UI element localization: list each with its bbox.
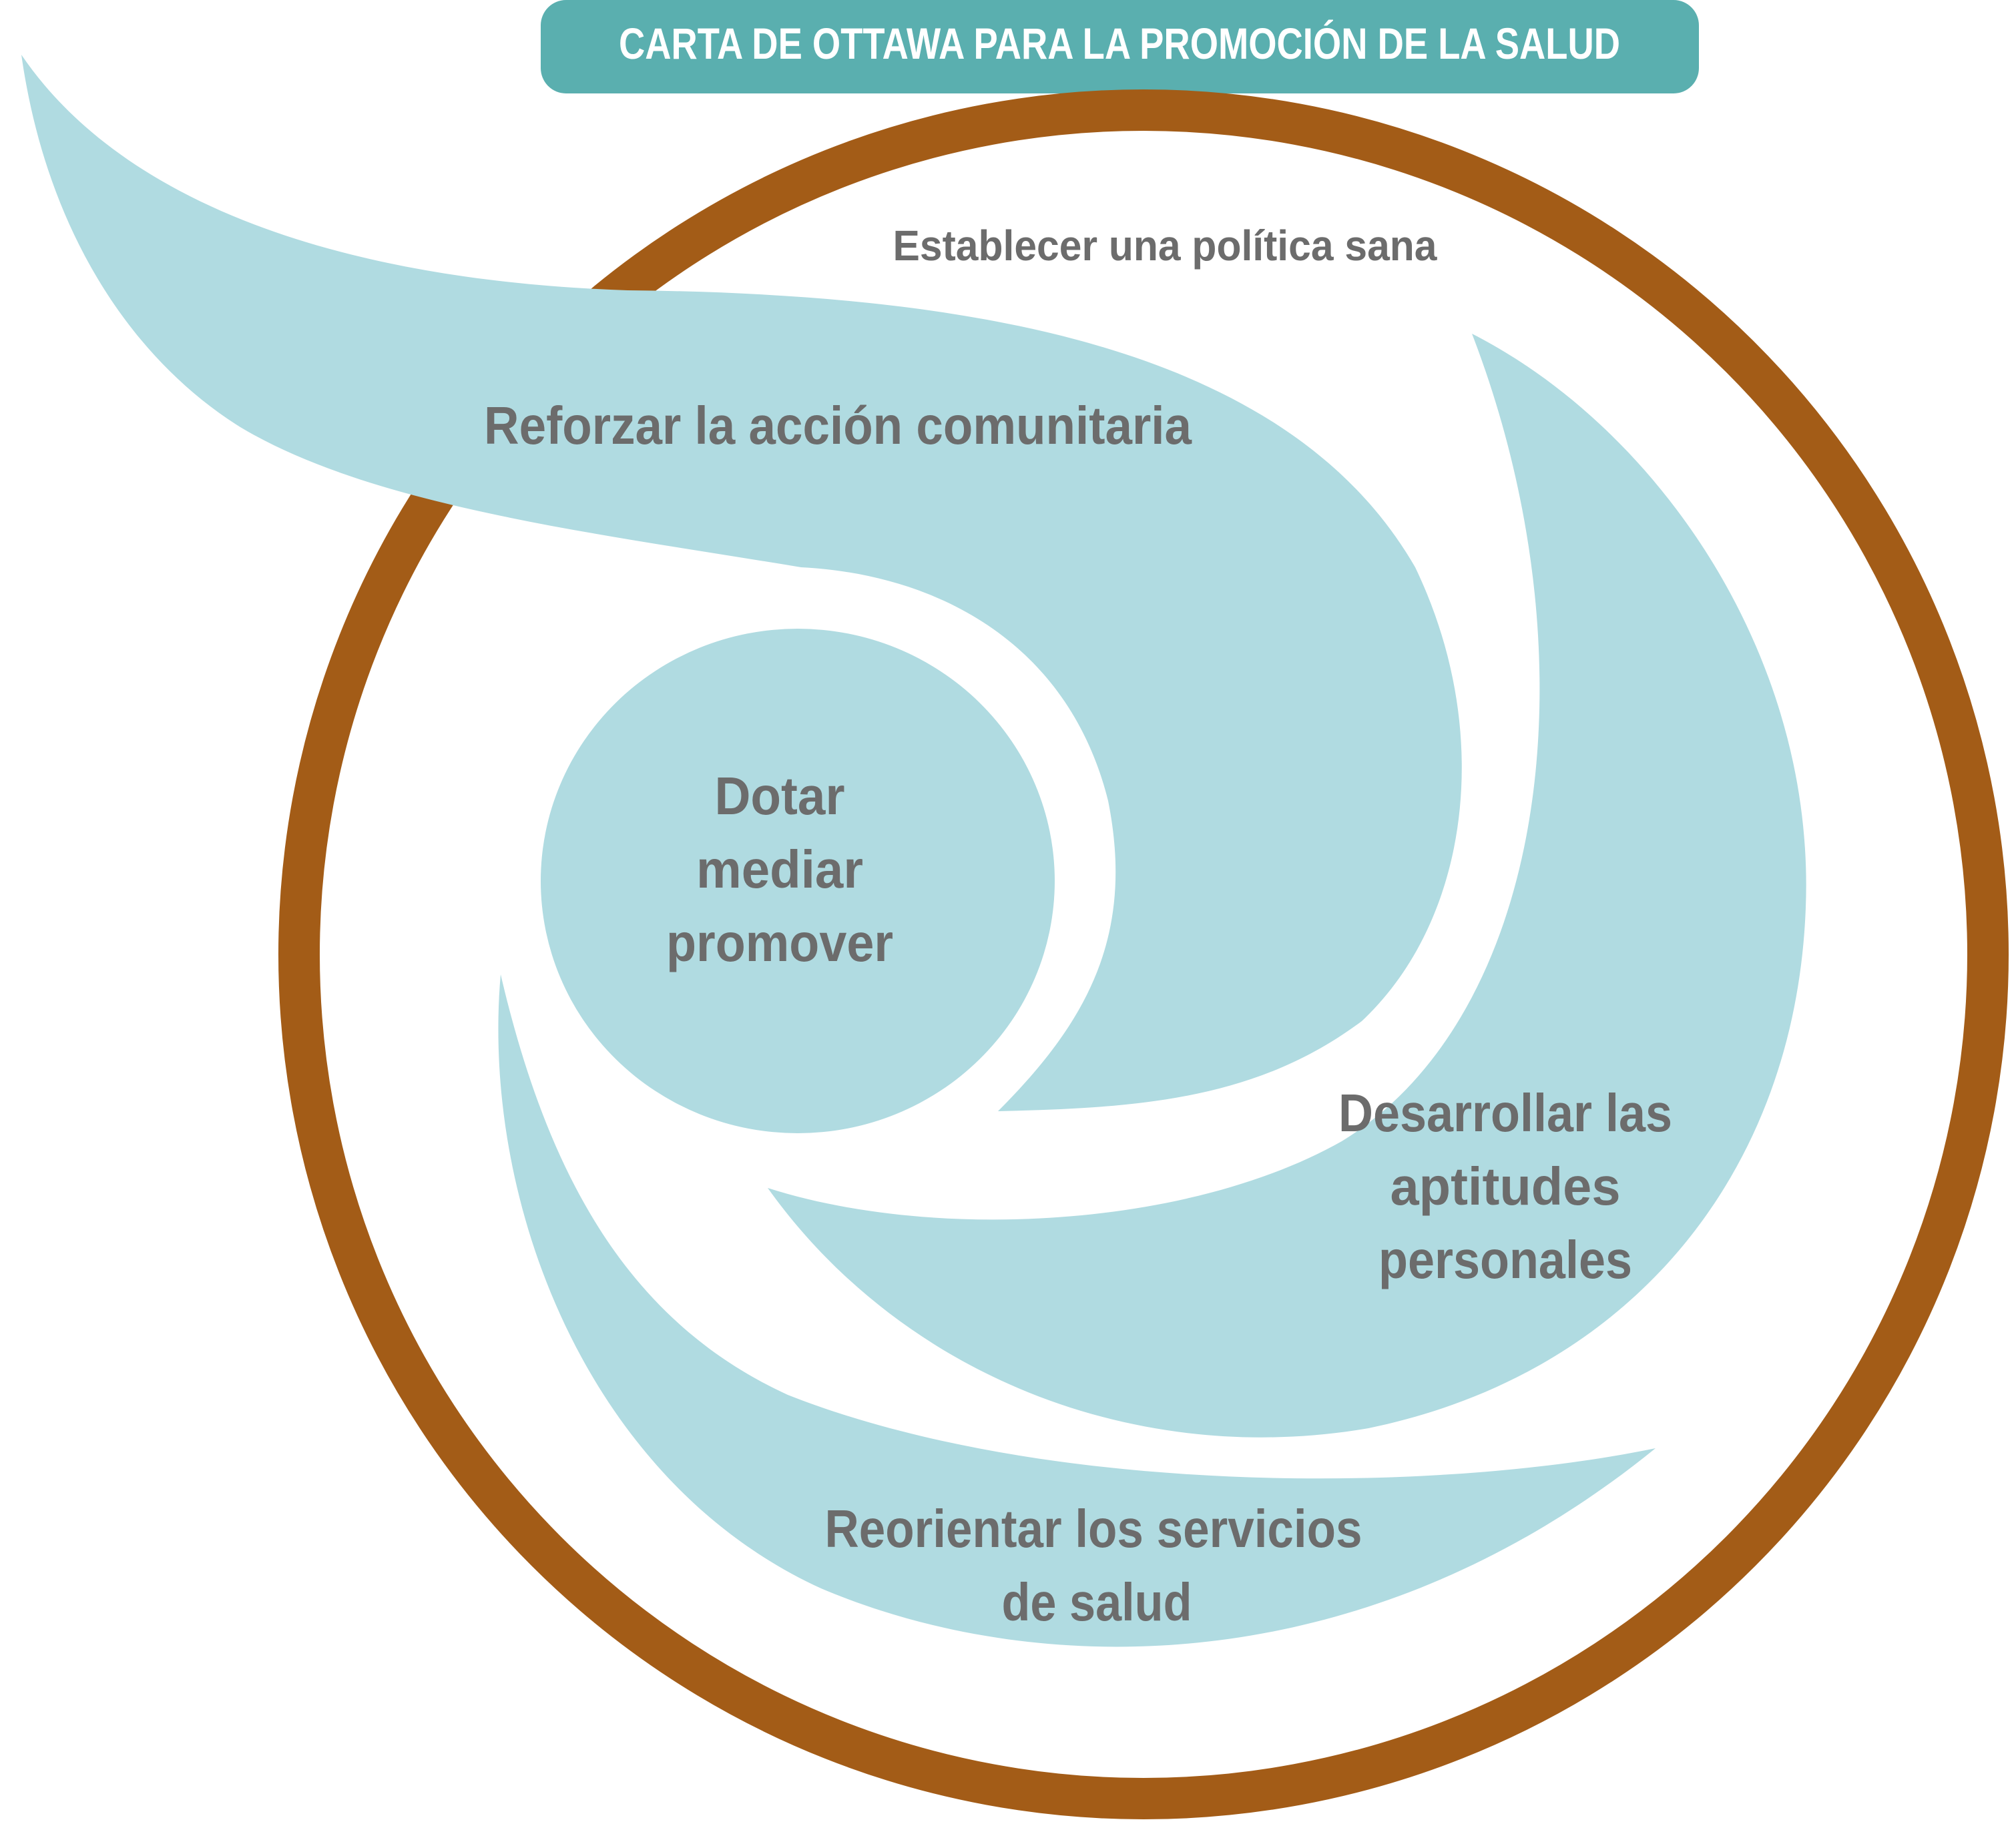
center-circle xyxy=(541,629,1055,1133)
personal-skills-labels: Desarrollar las aptitudes personales xyxy=(1338,1083,1672,1289)
healthy-policy-label: Establecer una política sana xyxy=(893,222,1437,270)
title-banner xyxy=(541,0,1699,93)
skills-label-line-2: aptitudes xyxy=(1391,1157,1621,1216)
title-text: CARTA DE OTTAWA PARA LA PROMOCIÓN DE LA … xyxy=(619,19,1620,68)
health-services-labels: Reorientar los servicios de salud xyxy=(825,1499,1362,1632)
services-label-line-2: de salud xyxy=(1002,1572,1192,1632)
center-label-line-1: Dotar xyxy=(715,766,845,826)
health-policy-ring xyxy=(278,89,2009,1819)
center-labels: Dotar mediar promover xyxy=(666,766,893,972)
community-action-label: Reforzar la acción comunitaria xyxy=(484,396,1192,455)
services-label-line-1: Reorientar los servicios xyxy=(825,1499,1362,1558)
center-label-line-3: promover xyxy=(666,913,893,972)
community-action-swirl xyxy=(21,55,1462,1111)
skills-label-line-1: Desarrollar las xyxy=(1338,1083,1672,1143)
skills-label-line-3: personales xyxy=(1378,1230,1632,1289)
health-services-swirl xyxy=(498,974,1656,1647)
personal-skills-swirl xyxy=(768,334,1806,1438)
center-label-line-2: mediar xyxy=(696,840,863,899)
